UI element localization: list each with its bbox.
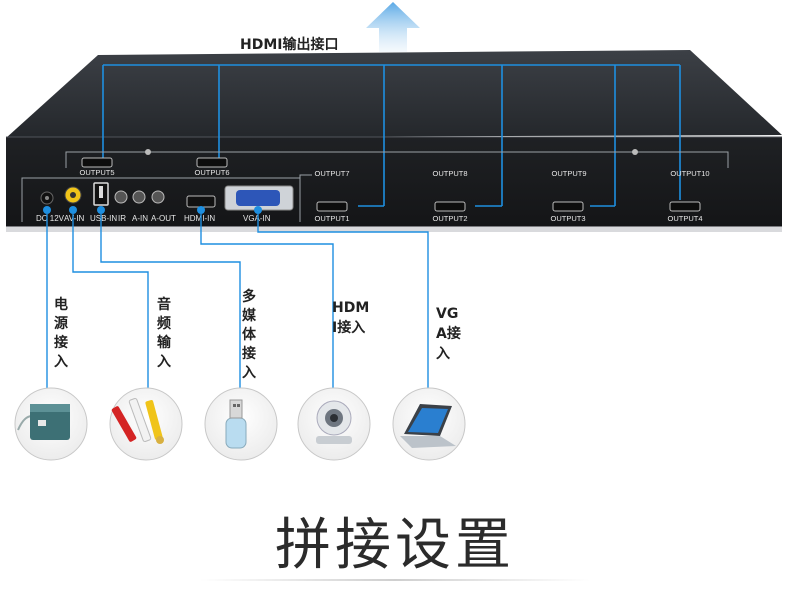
label-output5: OUTPUT5 xyxy=(79,168,114,177)
vga-in-port[interactable] xyxy=(224,185,294,211)
label-output9: OUTPUT9 xyxy=(551,169,586,178)
hdmi-output-title: HDMI输出接口 xyxy=(240,37,339,53)
label-output10: OUTPUT10 xyxy=(670,169,709,178)
bottom-hdmi-ports: OUTPUT1 OUTPUT2 OUTPUT3 OUTPUT4 xyxy=(314,201,703,223)
hdmi-in-port[interactable] xyxy=(186,195,216,208)
av-label: AV-IN xyxy=(64,214,85,223)
page-title: 拼接设置 xyxy=(275,513,515,578)
front-panel-frame xyxy=(21,151,729,222)
label-output6: OUTPUT6 xyxy=(194,168,229,177)
laptop-icon xyxy=(392,387,466,461)
usb-label: USB-IN xyxy=(90,214,117,223)
output-arrow-icon xyxy=(366,2,420,52)
hdmi-in-label: HDMI-IN xyxy=(184,214,215,223)
usb-drive-icon xyxy=(204,387,278,461)
ir-port[interactable] xyxy=(114,190,128,204)
input-ports xyxy=(40,182,294,211)
a-out-label: A-OUT xyxy=(151,214,176,223)
webcam-icon xyxy=(297,387,371,461)
title-divider xyxy=(200,579,590,581)
hdmi-port-output5[interactable] xyxy=(81,157,113,168)
label-output8: OUTPUT8 xyxy=(432,169,467,178)
callout-power: 电源接入 xyxy=(54,297,68,370)
vga-in-label: VGA-IN xyxy=(243,214,271,223)
label-output1: OUTPUT1 xyxy=(314,214,349,223)
hdmi-port-output4[interactable] xyxy=(669,201,701,212)
rca-cable-icon xyxy=(109,387,183,461)
a-in-port[interactable] xyxy=(132,190,146,204)
label-output7: OUTPUT7 xyxy=(314,169,349,178)
hdmi-output-lines xyxy=(102,64,681,207)
device-top xyxy=(6,50,782,138)
callout-vga: VGA接入 xyxy=(436,304,476,364)
label-output2: OUTPUT2 xyxy=(432,214,467,223)
label-output4: OUTPUT4 xyxy=(667,214,702,223)
input-lines xyxy=(46,214,429,390)
a-out-port[interactable] xyxy=(151,190,165,204)
callout-hdmi-text: HDMI接入 xyxy=(332,300,370,336)
callout-vga-text: VGA接入 xyxy=(436,306,461,362)
callout-hdmi: HDMI接入 xyxy=(332,298,382,338)
callout-audio: 音频输入 xyxy=(157,297,171,370)
top-hdmi-ports: OUTPUT5 OUTPUT6 OUTPUT7 OUTPUT8 OUTPUT9 OUTPU… xyxy=(79,157,710,178)
a-in-label: A-IN xyxy=(132,214,148,223)
hdmi-port-output6[interactable] xyxy=(196,157,228,168)
connection-dots xyxy=(43,206,262,214)
hdmi-port-output1[interactable] xyxy=(316,201,348,212)
power-adapter-icon xyxy=(14,387,88,461)
hdmi-port-output3[interactable] xyxy=(552,201,584,212)
hdmi-port-output2[interactable] xyxy=(434,201,466,212)
label-output3: OUTPUT3 xyxy=(550,214,585,223)
ir-label: IR xyxy=(118,214,126,223)
dc-label: DC 12V xyxy=(36,214,65,223)
callout-media: 多媒体接入 xyxy=(242,289,256,381)
